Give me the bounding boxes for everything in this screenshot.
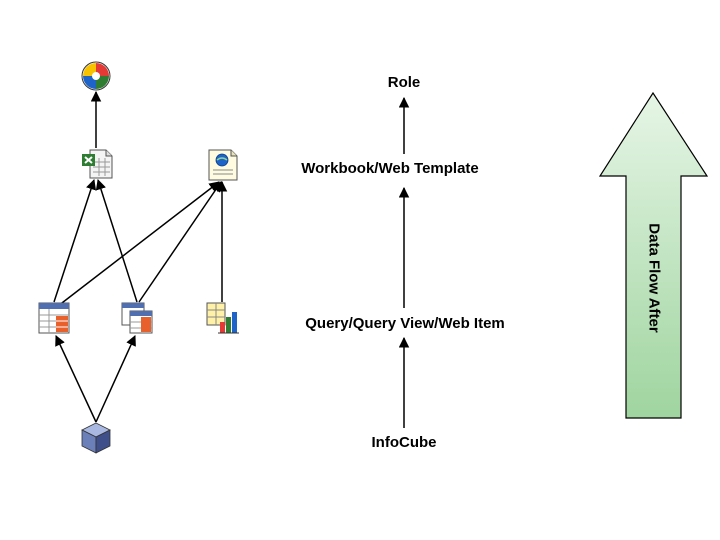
connector-queryview-to-workbook — [95, 178, 138, 303]
data-flow-label: Data Flow After — [645, 223, 663, 333]
infocube-icon — [81, 422, 111, 454]
connector-cube-to-query1 — [55, 335, 97, 423]
connector-cube-to-queryview — [95, 335, 136, 423]
workbook-label: Workbook/Web Template — [301, 160, 479, 177]
query-view-icon — [121, 302, 153, 334]
role-globe-icon — [81, 61, 111, 91]
connector-query1-to-workbook — [53, 179, 97, 303]
connector-query1-to-webtemplate — [57, 181, 220, 307]
infocube-label: InfoCube — [371, 434, 437, 451]
data-flow-arrow — [598, 91, 709, 419]
web-template-icon — [208, 149, 238, 181]
query-table-icon — [38, 302, 70, 334]
web-item-chart-icon — [206, 302, 239, 334]
left-connectors — [53, 90, 228, 423]
role-label: Role — [387, 74, 421, 91]
connector-queryview-to-webtemplate — [138, 181, 222, 303]
query-label: Query/Query View/Web Item — [305, 315, 505, 332]
excel-workbook-icon — [82, 149, 113, 179]
